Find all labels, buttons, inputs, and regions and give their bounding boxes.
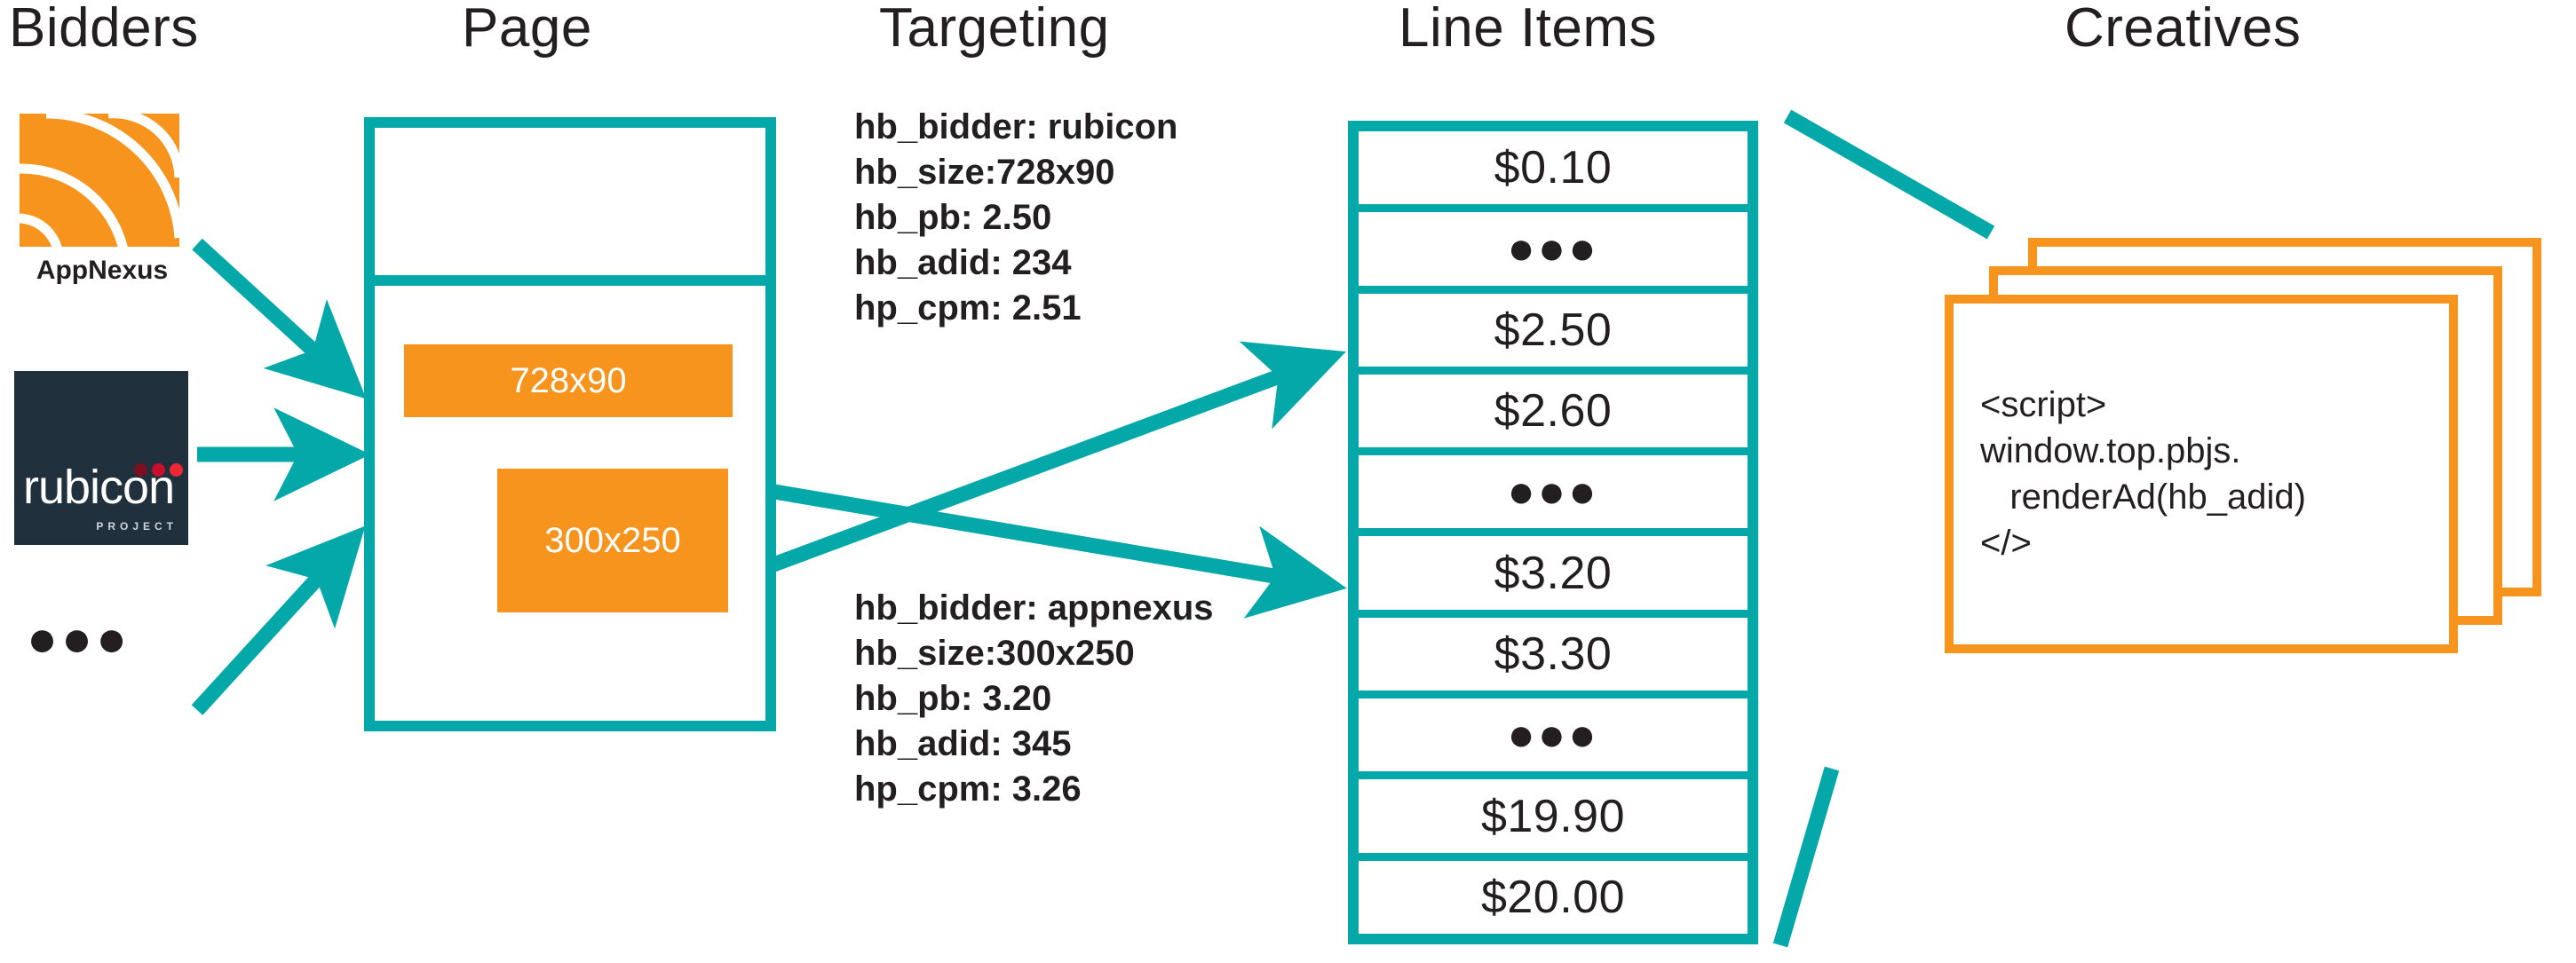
line-items-rows: $0.10 ●●● $2.50 $2.60 ●●● $3.20 $3.30 ●●… [1359, 131, 1748, 934]
column-heading-bidders: Bidders [9, 0, 199, 59]
line-item-row[interactable]: $19.90 [1359, 779, 1748, 861]
appnexus-logo-icon [20, 114, 179, 247]
page-header-divider [364, 275, 776, 286]
line-item-value: $2.60 [1494, 385, 1613, 438]
column-heading-creatives: Creatives [2065, 0, 2302, 59]
ad-slot-728x90[interactable]: 728x90 [404, 344, 733, 417]
arrow-page-to-lineitem-250 [766, 341, 1346, 573]
line-item-row[interactable]: ●●● [1359, 699, 1748, 780]
column-heading-lineitems: Line Items [1399, 0, 1658, 59]
line-item-row[interactable]: ●●● [1359, 212, 1748, 294]
rubicon-wordmark: rubicon [23, 461, 175, 514]
connector-lineitems-to-creatives-bottom [1772, 766, 1840, 948]
targeting-keyvalues-rubicon: hb_bidder: rubicon hb_size:728x90 hb_pb:… [854, 107, 1178, 328]
arrow-appnexus-to-page [192, 238, 367, 399]
line-item-value: $2.50 [1494, 304, 1613, 356]
line-item-ellipsis: ●●● [1507, 709, 1599, 762]
rubicon-dot-2-icon [152, 463, 165, 477]
arrow-page-to-lineitem-320 [767, 483, 1347, 619]
rubicon-dot-1-icon [134, 463, 147, 477]
page-container [364, 117, 776, 731]
connector-lineitems-to-creatives-top [1783, 109, 1995, 240]
line-item-row[interactable]: $3.30 [1359, 617, 1748, 699]
line-item-ellipsis: ●●● [1507, 466, 1599, 518]
line-item-row[interactable]: $3.20 [1359, 536, 1748, 618]
appnexus-label: AppNexus [36, 256, 169, 285]
targeting-keyvalues-appnexus: hb_bidder: appnexus hb_size:300x250 hb_p… [854, 588, 1214, 809]
line-item-row[interactable]: $20.00 [1359, 860, 1748, 934]
line-item-row[interactable]: $2.60 [1359, 374, 1748, 456]
rubicon-dot-3-icon [170, 463, 183, 477]
column-heading-targeting: Targeting [879, 0, 1110, 59]
line-item-value: $3.30 [1494, 628, 1613, 680]
arrow-other-bidders-to-page [191, 525, 366, 715]
line-item-row[interactable]: $2.50 [1359, 293, 1748, 375]
line-item-ellipsis: ●●● [1507, 223, 1599, 275]
line-item-row[interactable]: $0.10 [1359, 131, 1748, 213]
line-item-value: $0.10 [1494, 142, 1613, 194]
ad-slot-300x250[interactable]: 300x250 [497, 469, 728, 612]
appnexus-arcs-icon [20, 114, 179, 247]
creative-code-snippet: <script> window.top.pbjs. renderAd(hb_ad… [1980, 385, 2306, 563]
rubicon-project-logo-icon: rubicon PROJECT [14, 371, 188, 545]
line-item-row[interactable]: ●●● [1359, 455, 1748, 537]
bidders-more-ellipsis: ●●● [27, 610, 131, 667]
line-item-value: $3.20 [1494, 547, 1613, 599]
line-items-table: $0.10 ●●● $2.50 $2.60 ●●● $3.20 $3.30 ●●… [1348, 121, 1758, 944]
creative-card-front[interactable] [1945, 295, 2458, 653]
line-item-value: $19.90 [1480, 790, 1626, 842]
line-item-value: $20.00 [1480, 871, 1626, 923]
rubicon-project-subtitle: PROJECT [96, 520, 178, 533]
column-heading-page: Page [462, 0, 592, 59]
